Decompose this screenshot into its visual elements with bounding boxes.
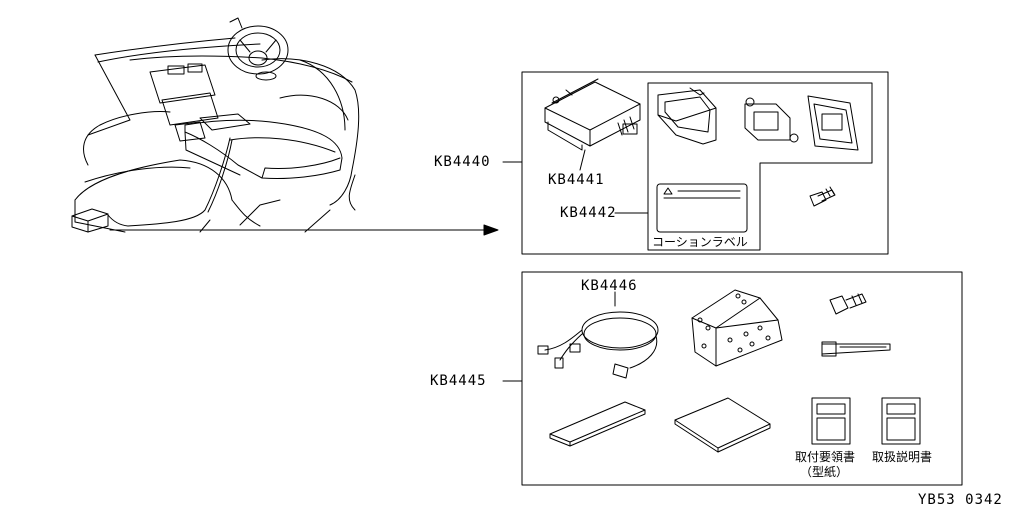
caution-label-caption: コーションラベル (652, 235, 748, 249)
manual-caption: 取扱説明書 (872, 450, 933, 464)
kit-kb4445-box (522, 272, 962, 485)
trim-bracket (658, 88, 716, 144)
kit-kb4440-box (522, 72, 888, 254)
control-unit-kb4441 (545, 79, 640, 170)
install-guide-subcaption: （型紙） (800, 465, 849, 479)
wire-harness-kb4446 (538, 292, 658, 378)
part-label-kb4442: KB4442 (560, 205, 617, 221)
small-frame-bracket (745, 98, 798, 142)
install-guide-booklet (812, 398, 850, 444)
caution-label-sticker (657, 184, 747, 232)
install-guide-caption: 取付要領書 (795, 450, 856, 464)
cable-tie (822, 342, 890, 356)
figure-code: YB53 0342 (918, 492, 1003, 508)
foam-pad-square (675, 398, 770, 452)
bezel-frame (808, 96, 858, 150)
car-interior-illustration (72, 18, 498, 235)
mounting-bracket (692, 290, 782, 366)
part-label-kb4440: KB4440 (434, 154, 491, 170)
foam-pad-strip (550, 402, 645, 446)
screw (810, 187, 835, 206)
owners-manual-booklet (882, 398, 920, 444)
part-label-kb4441: KB4441 (548, 172, 605, 188)
bolt (830, 294, 866, 314)
part-label-kb4445: KB4445 (430, 373, 487, 389)
part-label-kb4446: KB4446 (581, 278, 638, 294)
